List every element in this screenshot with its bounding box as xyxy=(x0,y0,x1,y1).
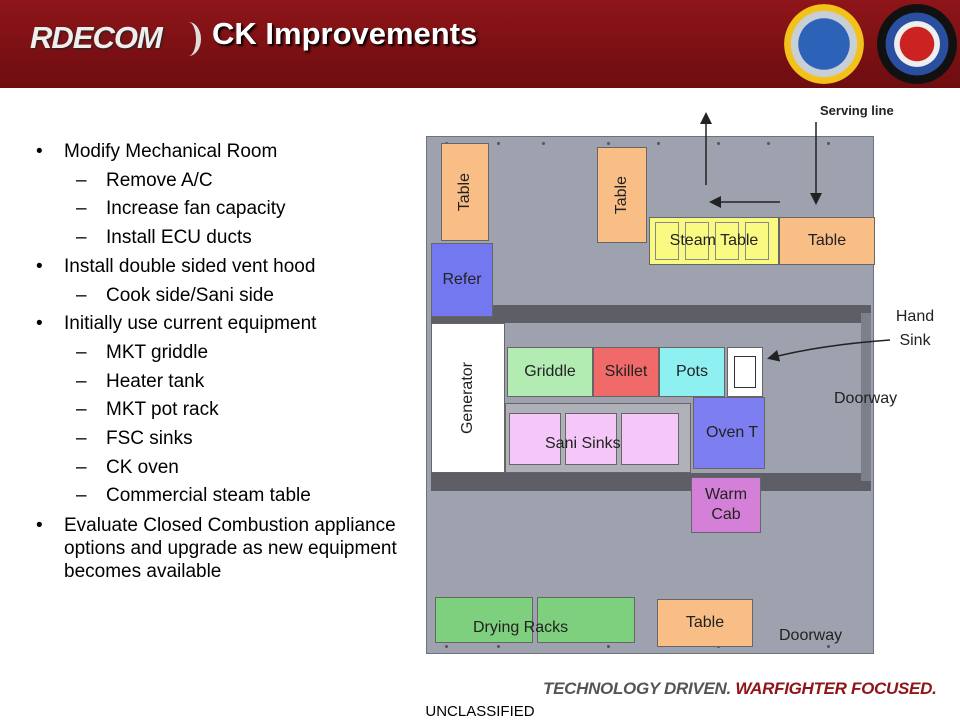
table-top-left: Table xyxy=(441,143,489,241)
slide-title: CK Improvements xyxy=(212,16,478,51)
refer-unit: Refer xyxy=(431,243,493,317)
steam-table: Steam Table xyxy=(649,217,779,265)
steam-well xyxy=(655,222,679,260)
serving-line-label: Serving line xyxy=(820,103,894,118)
header-bar: RDECOM CK Improvements xyxy=(0,0,960,88)
hand-sink xyxy=(727,347,763,397)
drying-rack-right xyxy=(537,597,635,643)
hand-sink-label: Hand Sink xyxy=(895,308,935,349)
generator: Generator xyxy=(431,323,505,473)
tagline-part1: TECHNOLOGY DRIVEN. xyxy=(543,679,731,698)
rivet xyxy=(497,142,500,145)
rivet xyxy=(445,645,448,648)
refer-label: Refer xyxy=(442,271,482,288)
rivet xyxy=(827,645,830,648)
oven: Oven T xyxy=(693,397,765,469)
table-top-middle: Table xyxy=(597,147,647,243)
skillet: Skillet xyxy=(593,347,659,397)
doorway-right-label: Doorway xyxy=(834,390,898,407)
rdecom-logo: RDECOM xyxy=(30,20,163,55)
sub-bullet-item: Install ECU ducts xyxy=(36,224,406,253)
table-label: Table xyxy=(807,232,847,249)
bullet-list: Modify Mechanical RoomRemove A/CIncrease… xyxy=(36,138,406,583)
kitchen-floor-plan: Table Table Steam Table Table Refer Gene… xyxy=(426,136,875,654)
rivet xyxy=(827,142,830,145)
sub-bullet-item: FSC sinks xyxy=(36,425,406,454)
pots-label: Pots xyxy=(675,363,708,380)
sub-bullet-item: CK oven xyxy=(36,454,406,483)
natick-seal-icon xyxy=(784,4,864,84)
bullet-item: Evaluate Closed Combustion appliance opt… xyxy=(36,511,406,583)
rivet xyxy=(542,142,545,145)
rivet xyxy=(607,142,610,145)
steam-table-label: Steam Table xyxy=(669,232,759,249)
steam-well xyxy=(715,222,739,260)
sub-bullet-item: Remove A/C xyxy=(36,167,406,196)
warm-cab-label: Warm Cab xyxy=(704,486,748,523)
sani-sink-basin xyxy=(621,413,679,465)
table-bottom: Table xyxy=(657,599,753,647)
griddle-label: Griddle xyxy=(524,363,576,380)
sani-sink-basin xyxy=(509,413,561,465)
sub-bullet-item: Cook side/Sani side xyxy=(36,282,406,311)
oven-label: Oven T xyxy=(706,424,759,441)
classification-label: UNCLASSIFIED xyxy=(425,703,535,720)
wall-segment-right xyxy=(861,313,871,481)
drying-rack-left xyxy=(435,597,533,643)
table-label: Table xyxy=(685,614,725,631)
sub-bullet-item: Commercial steam table xyxy=(36,482,406,511)
rivet xyxy=(497,645,500,648)
bullet-item: Modify Mechanical Room xyxy=(36,138,406,167)
interior-wall-lower xyxy=(431,473,871,491)
pot-rack: Pots xyxy=(659,347,725,397)
rivet xyxy=(607,645,610,648)
doorway-bottom-label: Doorway xyxy=(779,627,843,644)
sani-sinks-label: Sani Sinks xyxy=(545,435,621,452)
tagline-part2: WARFIGHTER FOCUSED. xyxy=(735,679,937,698)
sub-bullet-item: MKT pot rack xyxy=(36,396,406,425)
sani-sink-basin xyxy=(565,413,617,465)
rivet xyxy=(717,142,720,145)
tagline: TECHNOLOGY DRIVEN. WARFIGHTER FOCUSED. xyxy=(543,679,937,699)
steam-well xyxy=(685,222,709,260)
skillet-label: Skillet xyxy=(604,363,648,380)
hand-sink-pointer-arrow xyxy=(767,339,891,362)
sub-bullet-item: Heater tank xyxy=(36,368,406,397)
warming-cabinet: Warm Cab xyxy=(691,477,761,533)
rivet xyxy=(767,142,770,145)
bullet-item: Initially use current equipment xyxy=(36,310,406,339)
interior-wall-upper xyxy=(431,305,871,323)
griddle: Griddle xyxy=(507,347,593,397)
rivet xyxy=(657,142,660,145)
logo-swoosh-icon xyxy=(176,22,201,56)
drying-racks-label: Drying Racks xyxy=(473,619,569,636)
sub-bullet-item: MKT griddle xyxy=(36,339,406,368)
steam-well xyxy=(745,222,769,260)
sub-bullet-item: Increase fan capacity xyxy=(36,195,406,224)
sink-basin-icon xyxy=(734,356,756,388)
product-manager-seal-icon xyxy=(877,4,957,84)
bullet-item: Install double sided vent hood xyxy=(36,253,406,282)
table-top-right: Table xyxy=(779,217,875,265)
